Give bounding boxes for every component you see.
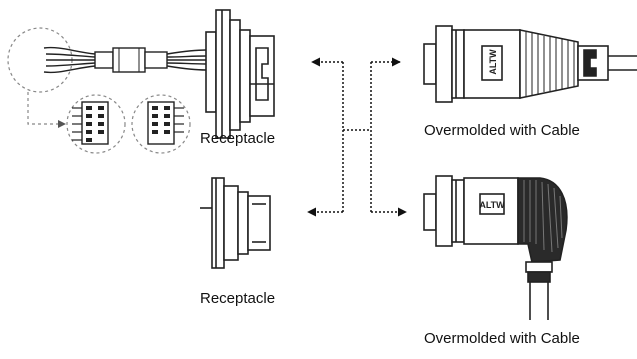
logo-text: ALTW (488, 49, 498, 75)
logo-text: ALTW (479, 200, 505, 210)
pin-header-icon (66, 94, 126, 154)
pin-header-icon (131, 94, 191, 154)
connection-lines (307, 57, 407, 217)
wire-harness-icon (7, 27, 207, 93)
receptacle-connector-icon (205, 9, 275, 139)
overmolded-label-bottom: Overmolded with Cable (424, 330, 580, 347)
overmolded-label-top: Overmolded with Cable (424, 122, 580, 139)
right-angle-connector-icon (423, 175, 568, 320)
receptacle-label-bottom: Receptacle (200, 290, 276, 307)
receptacle-label-top: Receptacle (200, 130, 276, 147)
harness-to-pins-arrow (27, 92, 66, 128)
receptacle-connector-icon (200, 177, 271, 269)
overmolded-connector-icon (423, 25, 637, 103)
